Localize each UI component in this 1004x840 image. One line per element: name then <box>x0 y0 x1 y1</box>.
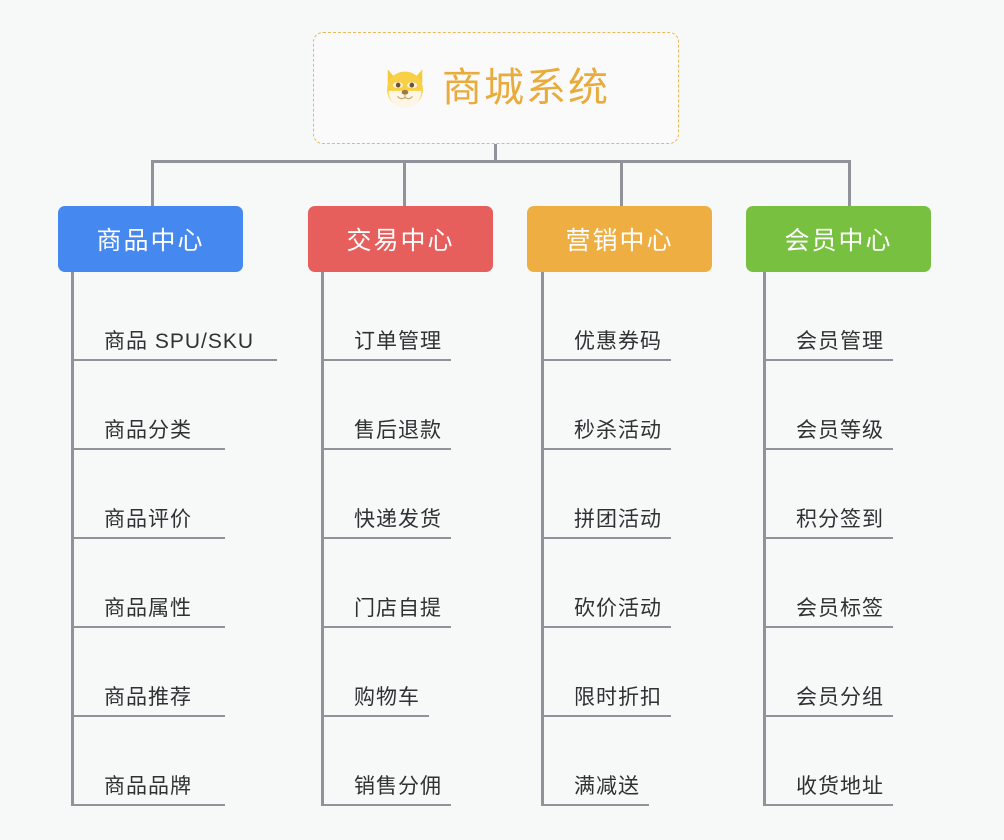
leaf-label: 会员标签 <box>796 596 884 620</box>
leaf-label: 订单管理 <box>354 329 442 353</box>
leaf-label: 会员分组 <box>796 685 884 709</box>
connector-drop-2 <box>403 160 406 206</box>
category-box-0[interactable]: 商品中心 <box>58 206 243 272</box>
category-label: 商品中心 <box>96 227 205 255</box>
dog-face-icon <box>387 69 423 111</box>
leaf-label: 商品属性 <box>104 596 192 620</box>
branch-spine <box>71 272 74 806</box>
leaf-label: 商品 SPU/SKU <box>104 329 255 353</box>
leaf-item[interactable]: 优惠券码 <box>541 272 671 361</box>
category-label: 营销中心 <box>565 227 674 255</box>
leaf-item[interactable]: 商品评价 <box>71 450 225 539</box>
root-node[interactable]: 商城系统 <box>313 32 679 144</box>
leaf-label: 商品分类 <box>104 418 192 442</box>
leaf-item[interactable]: 收货地址 <box>763 717 893 806</box>
leaf-item[interactable]: 满减送 <box>541 717 649 806</box>
category-label: 交易中心 <box>346 227 455 255</box>
leaf-label: 商品评价 <box>104 507 192 531</box>
leaf-label: 快递发货 <box>354 507 442 531</box>
category-label: 会员中心 <box>784 227 893 255</box>
root-title: 商城系统 <box>442 66 610 110</box>
leaf-item[interactable]: 售后退款 <box>321 361 451 450</box>
leaf-item[interactable]: 限时折扣 <box>541 628 671 717</box>
leaf-item[interactable]: 销售分佣 <box>321 717 451 806</box>
leaf-label: 商品推荐 <box>104 685 192 709</box>
leaf-label: 会员等级 <box>796 418 884 442</box>
leaf-item[interactable]: 会员标签 <box>763 539 893 628</box>
leaf-label: 秒杀活动 <box>574 418 662 442</box>
leaf-item[interactable]: 砍价活动 <box>541 539 671 628</box>
connector-drop-4 <box>848 160 851 206</box>
leaf-label: 优惠券码 <box>574 329 662 353</box>
leaf-item[interactable]: 商品推荐 <box>71 628 225 717</box>
leaf-item[interactable]: 积分签到 <box>763 450 893 539</box>
leaf-item[interactable]: 商品 SPU/SKU <box>71 272 277 361</box>
leaf-item[interactable]: 会员管理 <box>763 272 893 361</box>
category-box-2[interactable]: 营销中心 <box>527 206 712 272</box>
leaf-label: 砍价活动 <box>574 596 662 620</box>
leaf-label: 会员管理 <box>796 329 884 353</box>
leaf-item[interactable]: 商品品牌 <box>71 717 225 806</box>
leaf-label: 收货地址 <box>796 774 884 798</box>
leaf-label: 满减送 <box>574 774 640 798</box>
leaf-item[interactable]: 快递发货 <box>321 450 451 539</box>
connector-drop-1 <box>151 160 154 206</box>
leaf-item[interactable]: 拼团活动 <box>541 450 671 539</box>
leaf-label: 限时折扣 <box>574 685 662 709</box>
leaf-item[interactable]: 订单管理 <box>321 272 451 361</box>
category-box-1[interactable]: 交易中心 <box>308 206 493 272</box>
branch-spine <box>763 272 766 806</box>
category-box-3[interactable]: 会员中心 <box>746 206 931 272</box>
leaf-label: 商品品牌 <box>104 774 192 798</box>
leaf-item[interactable]: 秒杀活动 <box>541 361 671 450</box>
leaf-item[interactable]: 会员等级 <box>763 361 893 450</box>
leaf-item[interactable]: 购物车 <box>321 628 429 717</box>
leaf-label: 拼团活动 <box>574 507 662 531</box>
leaf-item[interactable]: 门店自提 <box>321 539 451 628</box>
leaf-label: 门店自提 <box>354 596 442 620</box>
leaf-label: 销售分佣 <box>354 774 442 798</box>
branch-spine <box>321 272 324 806</box>
leaf-label: 购物车 <box>354 685 420 709</box>
leaf-item[interactable]: 会员分组 <box>763 628 893 717</box>
connector-root-stem <box>494 144 497 162</box>
leaf-item[interactable]: 商品分类 <box>71 361 225 450</box>
leaf-label: 积分签到 <box>796 507 884 531</box>
leaf-item[interactable]: 商品属性 <box>71 539 225 628</box>
connector-horizontal-bus <box>151 160 851 163</box>
branch-spine <box>541 272 544 806</box>
connector-drop-3 <box>620 160 623 206</box>
leaf-label: 售后退款 <box>354 418 442 442</box>
